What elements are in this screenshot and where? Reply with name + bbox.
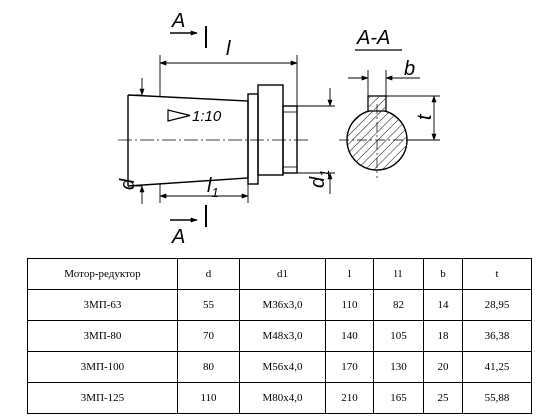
cell-t: 36,38: [462, 320, 532, 352]
dimension-d1: [297, 88, 335, 194]
header-l1: l1: [373, 258, 424, 290]
cell-d1: M56x4,0: [239, 351, 326, 383]
cell-l1: 105: [373, 320, 424, 352]
dimension-l1: [159, 179, 249, 203]
header-t: t: [462, 258, 532, 290]
dimension-l1-label: l1: [207, 175, 219, 200]
header-b: b: [423, 258, 463, 290]
cell-model: 3МП-100: [27, 351, 178, 383]
dimension-b: [348, 70, 420, 96]
table-header-row: Мотор-редуктор d d1 l l1 b t: [27, 258, 532, 290]
keyway-fill: [369, 97, 385, 110]
cell-d: 55: [177, 289, 240, 321]
table-row: 3МП-63 55 M36x3,0 110 82 14 28,95: [27, 289, 532, 321]
cell-t: 41,25: [462, 351, 532, 383]
cell-model: 3МП-63: [27, 289, 178, 321]
cut-label-top: A: [171, 10, 185, 32]
cell-b: 25: [423, 382, 463, 414]
dimension-l: [159, 55, 298, 106]
shaft-view: [127, 84, 298, 187]
dimensions-table: Мотор-редуктор d d1 l l1 b t 3МП-63 55 M…: [27, 258, 532, 414]
shaft-drawing: 1:10 l l1 d d1 A A A-A: [117, 10, 440, 248]
cell-l1: 82: [373, 289, 424, 321]
nut-inner: [247, 93, 259, 185]
thread-end: [282, 105, 298, 174]
header-l: l: [325, 258, 374, 290]
nut: [257, 84, 284, 176]
cell-model: 3МП-125: [27, 382, 178, 414]
cut-label-bottom: A: [171, 226, 185, 248]
cell-d: 80: [177, 351, 240, 383]
cell-l1: 130: [373, 351, 424, 383]
table-row: 3МП-100 80 M56x4,0 170 130 20 41,25: [27, 351, 532, 383]
cell-b: 18: [423, 320, 463, 352]
cell-t: 28,95: [462, 289, 532, 321]
dimension-b-label: b: [404, 58, 415, 80]
cell-t: 55,88: [462, 382, 532, 414]
taper-ratio: 1:10: [192, 108, 222, 125]
taper-symbol: 1:10: [167, 108, 222, 125]
cell-l: 170: [325, 351, 374, 383]
cell-l: 110: [325, 289, 374, 321]
dimension-d-label: d: [117, 178, 139, 190]
cell-b: 14: [423, 289, 463, 321]
cut-marker-bottom: [170, 205, 207, 227]
table-row: 3МП-80 70 M48x3,0 140 105 18 36,38: [27, 320, 532, 352]
cell-model: 3МП-80: [27, 320, 178, 352]
cell-l: 140: [325, 320, 374, 352]
cell-b: 20: [423, 351, 463, 383]
dimension-d: [128, 78, 145, 204]
section-title: A-A: [356, 27, 390, 49]
cut-marker-top: [170, 26, 207, 48]
header-d1: d1: [239, 258, 326, 290]
cell-d: 110: [177, 382, 240, 414]
dimension-t-label: t: [414, 113, 436, 120]
dimension-d1-label: d1: [307, 170, 332, 188]
cell-l: 210: [325, 382, 374, 414]
cell-d1: M36x3,0: [239, 289, 326, 321]
header-model: Мотор-редуктор: [27, 258, 178, 290]
cell-d1: M80x4,0: [239, 382, 326, 414]
shaft-outline: [127, 94, 249, 187]
cell-d: 70: [177, 320, 240, 352]
cell-d1: M48x3,0: [239, 320, 326, 352]
section-view: [339, 95, 415, 178]
dimension-t: [386, 95, 440, 141]
dimension-l-label: l: [226, 38, 231, 60]
table-row: 3МП-125 110 M80x4,0 210 165 25 55,88: [27, 382, 532, 414]
header-d: d: [177, 258, 240, 290]
cell-l1: 165: [373, 382, 424, 414]
